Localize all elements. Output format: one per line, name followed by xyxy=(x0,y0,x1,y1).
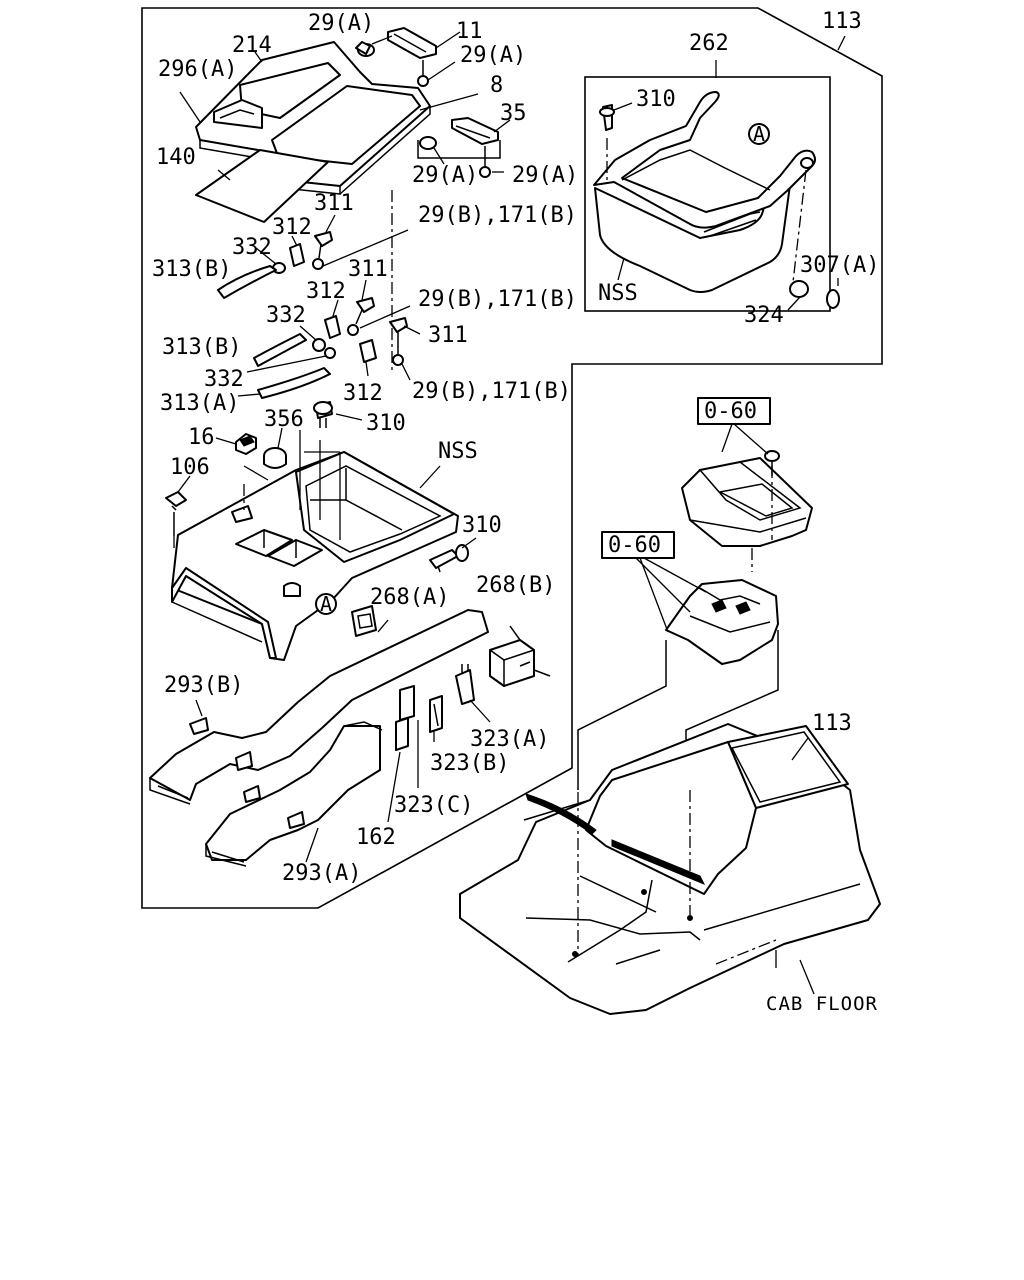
cab-floor-drawing xyxy=(459,723,881,1015)
label-312-3: 312 xyxy=(343,381,383,406)
label-35: 35 xyxy=(500,101,527,126)
label-268a: 268(A) xyxy=(370,585,449,610)
label-332-3: 332 xyxy=(204,367,244,392)
label-311-1: 311 xyxy=(314,191,354,216)
label-140: 140 xyxy=(156,145,196,170)
label-nss-inset: NSS xyxy=(598,281,638,306)
label-o60-1: 0-60 xyxy=(704,399,757,424)
label-29a-4: 29(A) xyxy=(512,163,578,188)
part-labels: 113 262 310 A 307(A) 324 NSS 29(A) 11 29… xyxy=(152,9,879,1015)
ducts-drawing xyxy=(149,609,489,867)
label-310-2: 310 xyxy=(462,513,502,538)
label-29a-3: 29(A) xyxy=(412,163,478,188)
label-214: 214 xyxy=(232,33,272,58)
label-29b-171b-1: 29(B),171(B) xyxy=(418,203,577,228)
label-356: 356 xyxy=(264,407,304,432)
pieces-323-162-drawing xyxy=(387,664,491,823)
assembly-060-drawing xyxy=(577,397,813,790)
label-312-1: 312 xyxy=(272,215,312,240)
label-296a: 296(A) xyxy=(158,57,237,82)
label-8: 8 xyxy=(490,73,503,98)
label-312-2: 312 xyxy=(306,279,346,304)
label-310-1: 310 xyxy=(366,411,406,436)
diagram-frame xyxy=(141,7,883,909)
label-29b-171b-3: 29(B),171(B) xyxy=(412,379,571,404)
label-162: 162 xyxy=(356,825,396,850)
label-313a: 313(A) xyxy=(160,391,239,416)
label-29a-2: 29(A) xyxy=(460,43,526,68)
brackets-268-drawing xyxy=(351,605,551,687)
label-313b-2: 313(B) xyxy=(162,335,241,360)
label-a-main: A xyxy=(320,592,332,616)
label-29a-1: 29(A) xyxy=(308,11,374,36)
label-323b: 323(B) xyxy=(430,751,509,776)
label-293b: 293(B) xyxy=(164,673,243,698)
label-268b: 268(B) xyxy=(476,573,555,598)
label-11: 11 xyxy=(456,19,483,44)
label-324: 324 xyxy=(744,303,784,328)
brackets-11-35-drawing xyxy=(355,27,511,178)
label-323a: 323(A) xyxy=(470,727,549,752)
label-311-3: 311 xyxy=(428,323,468,348)
label-113-top: 113 xyxy=(822,9,862,34)
label-29b-171b-2: 29(B),171(B) xyxy=(418,287,577,312)
label-311-2: 311 xyxy=(348,257,388,282)
label-293a: 293(A) xyxy=(282,861,361,886)
inset-box-262 xyxy=(584,76,831,312)
label-cab-floor: CAB FLOOR xyxy=(766,993,878,1015)
label-16: 16 xyxy=(188,425,215,450)
label-313b-1: 313(B) xyxy=(152,257,231,282)
clips-drawing xyxy=(217,214,421,399)
o60-box-1 xyxy=(697,397,771,425)
label-332-2: 332 xyxy=(266,303,306,328)
tray-262-drawing xyxy=(593,35,846,311)
cover-plate-drawing xyxy=(179,41,479,223)
label-310-inset: 310 xyxy=(636,87,676,112)
console-drawing xyxy=(171,451,477,661)
label-323c: 323(C) xyxy=(394,793,473,818)
label-nss-main: NSS xyxy=(438,439,478,464)
label-307a: 307(A) xyxy=(800,253,879,278)
label-332-1: 332 xyxy=(232,235,272,260)
o60-box-2 xyxy=(601,531,675,559)
label-262: 262 xyxy=(689,31,729,56)
label-106: 106 xyxy=(170,455,210,480)
label-a-inset: A xyxy=(753,122,765,146)
label-113-floor: 113 xyxy=(812,711,852,736)
knobs-drawing xyxy=(165,401,363,540)
label-o60-2: 0-60 xyxy=(608,533,661,558)
